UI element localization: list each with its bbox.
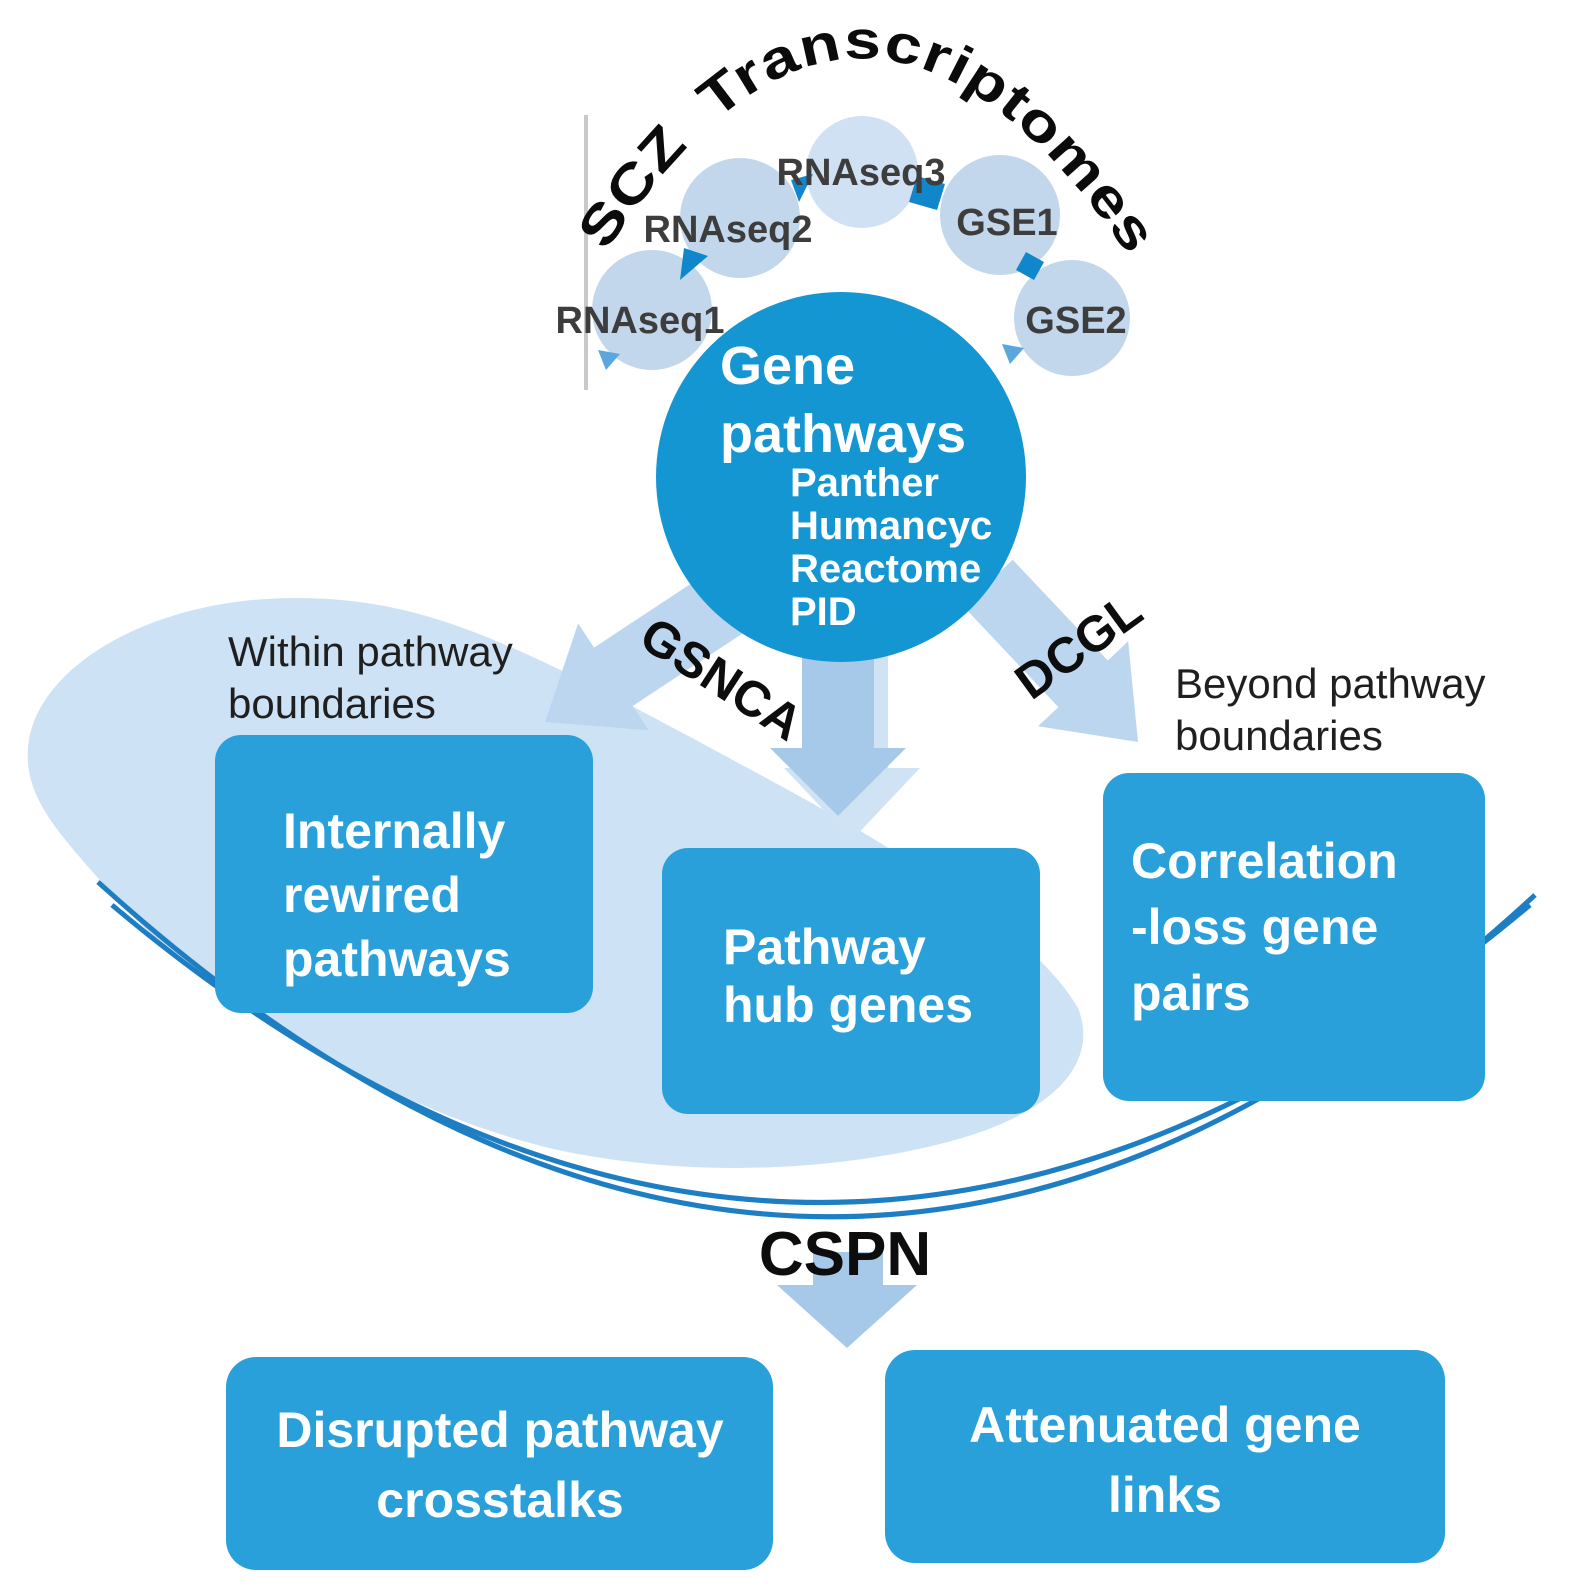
dataset-label-gse1: GSE1: [956, 202, 1057, 244]
dataset-circle-rnaseq2: [680, 158, 800, 278]
scope-note-within-line2: boundaries: [228, 680, 436, 727]
box-pathway-hub: [662, 848, 1040, 1114]
box-attenuated-line2: links: [1108, 1467, 1222, 1523]
dataset-label-rnaseq2: RNAseq2: [644, 209, 813, 251]
dataset-circle-gse1: [940, 155, 1060, 275]
scope-note-within-line1: Within pathway: [228, 628, 513, 675]
gene-pathways-circle: [656, 292, 1026, 662]
box-attenuated-line1: Attenuated gene: [969, 1397, 1361, 1453]
dataset-label-rnaseq1: RNAseq1: [556, 300, 725, 342]
box-correlation-line1: Correlation: [1131, 833, 1398, 889]
dataset-circle-rnaseq1: [592, 250, 712, 370]
scope-note-beyond-line2: boundaries: [1175, 712, 1383, 759]
database-humancyc: Humancyc: [790, 504, 992, 548]
box-internally-line1: Internally: [283, 803, 505, 859]
hub-arrow-icon: [770, 626, 906, 816]
dcgl-arrow-icon: [963, 559, 1138, 742]
box-attenuated-links: [885, 1350, 1445, 1563]
database-reactome: Reactome: [790, 547, 981, 591]
box-internally-line2: rewired: [283, 867, 461, 923]
connector-arrow-icon: [791, 174, 813, 202]
box-internally-rewired: [215, 735, 593, 1013]
gene-pathways-title-line2: pathways: [720, 404, 966, 464]
box-disrupted-crosstalks: [226, 1357, 773, 1570]
box-correlation-loss: [1103, 773, 1485, 1101]
database-panther: Panther: [790, 461, 939, 505]
dataset-circle-gse2: [1014, 260, 1130, 376]
box-disrupted-line1: Disrupted pathway: [276, 1402, 723, 1458]
box-hub-line1: Pathway: [723, 919, 926, 975]
connector-arrow-icon: [680, 248, 708, 280]
dataset-circle-rnaseq3: [806, 116, 918, 228]
box-hub-line2: hub genes: [723, 977, 973, 1033]
box-correlation-line2: -loss gene: [1131, 899, 1378, 955]
cspn-arrow-icon: [777, 1252, 917, 1348]
scope-note-beyond-line1: Beyond pathway: [1175, 660, 1486, 707]
method-label-cspn: CSPN: [759, 1220, 931, 1289]
dataset-label-gse2: GSE2: [1025, 300, 1126, 342]
connector-arrow-icon: [1016, 252, 1044, 280]
dataset-label-rnaseq3: RNAseq3: [777, 152, 946, 194]
connector-arrow-icon: [598, 350, 620, 370]
connector-arrow-icon: [909, 176, 945, 210]
box-disrupted-line2: crosstalks: [376, 1472, 623, 1528]
box-correlation-line3: pairs: [1131, 965, 1251, 1021]
database-pid: PID: [790, 590, 857, 634]
connector-arrow-icon: [1002, 344, 1024, 364]
gene-pathways-title-line1: Gene: [720, 336, 855, 396]
box-internally-line3: pathways: [283, 931, 511, 987]
